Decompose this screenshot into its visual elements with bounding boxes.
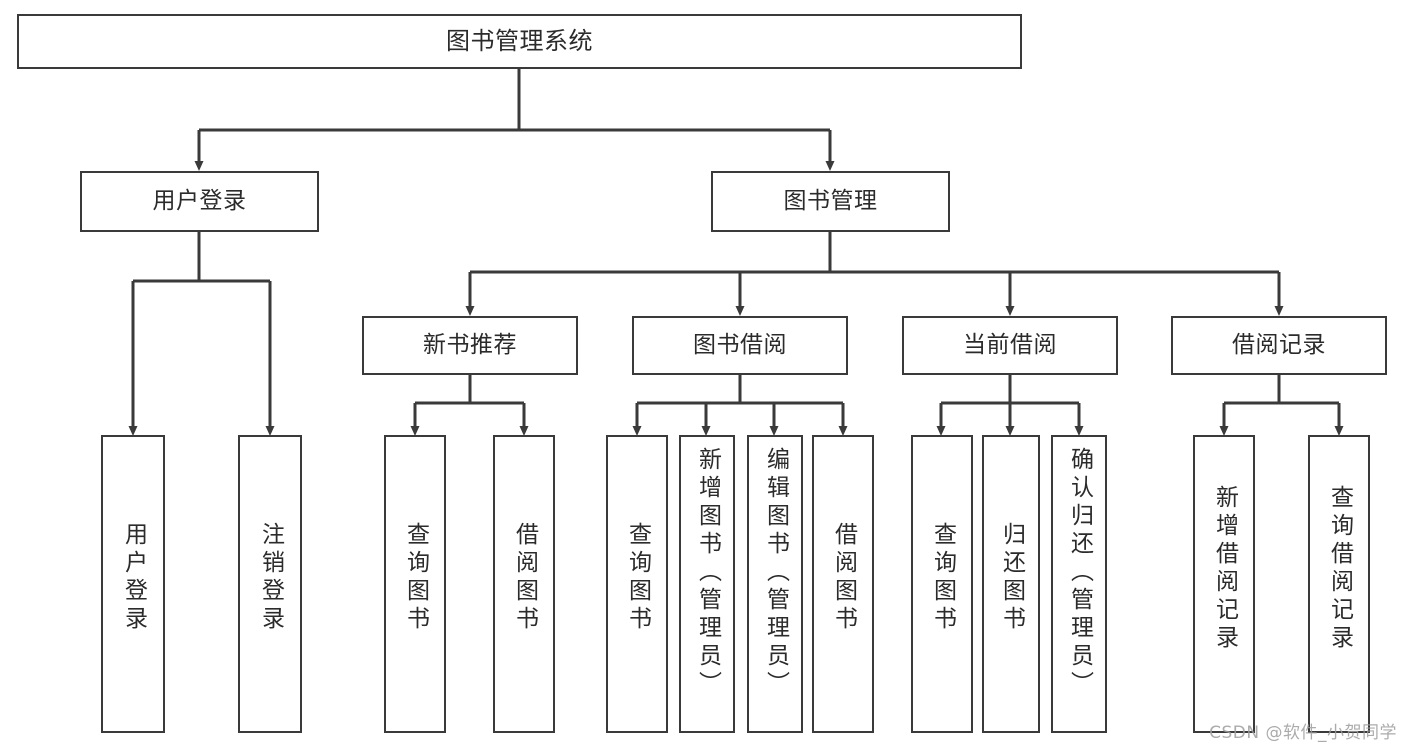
node-label: 查询借阅记录 [1326,485,1353,653]
node-label: 新增图书（管理员） [694,447,721,699]
node-label: 图书管理系统 [446,26,593,55]
node-label: 借阅图书 [830,522,857,634]
node-new-book-recommend[interactable]: 新书推荐 [362,316,578,375]
node-label: 确认归还（管理员） [1066,447,1093,699]
node-label: 图书借阅 [693,332,787,359]
node-borrow-record[interactable]: 借阅记录 [1171,316,1387,375]
node-label: 图书管理 [783,188,878,215]
node-book-borrow[interactable]: 图书借阅 [632,316,848,375]
leaf-add-record[interactable]: 新增借阅记录 [1193,435,1255,733]
node-label: 借阅图书 [511,522,538,634]
leaf-query-book-1[interactable]: 查询图书 [384,435,446,733]
node-current-borrow[interactable]: 当前借阅 [902,316,1118,375]
node-book-management-system[interactable]: 图书管理系统 [17,14,1022,69]
leaf-query-record[interactable]: 查询借阅记录 [1308,435,1370,733]
node-label: 用户登录 [152,188,247,215]
leaf-logout[interactable]: 注销登录 [238,435,302,733]
node-label: 查询图书 [402,522,429,634]
node-label: 当前借阅 [963,332,1057,359]
node-label: 归还图书 [998,522,1025,634]
node-label: 新增借阅记录 [1211,485,1238,653]
leaf-return-book[interactable]: 归还图书 [982,435,1040,733]
node-label: 编辑图书（管理员） [762,447,789,699]
node-label: 用户登录 [120,522,147,634]
leaf-query-book-2[interactable]: 查询图书 [606,435,668,733]
leaf-borrow-book-2[interactable]: 借阅图书 [812,435,874,733]
leaf-confirm-return[interactable]: 确认归还（管理员） [1051,435,1107,733]
node-label: 查询图书 [929,522,956,634]
node-label: 查询图书 [624,522,651,634]
leaf-edit-book[interactable]: 编辑图书（管理员） [747,435,803,733]
leaf-user-login[interactable]: 用户登录 [101,435,165,733]
csdn-watermark: CSDN @软件_小贺同学 [1209,723,1397,743]
leaf-add-book[interactable]: 新增图书（管理员） [679,435,735,733]
node-label: 借阅记录 [1232,332,1326,359]
leaf-borrow-book-1[interactable]: 借阅图书 [493,435,555,733]
node-book-management[interactable]: 图书管理 [711,171,950,232]
node-label: 新书推荐 [423,332,517,359]
leaf-query-book-3[interactable]: 查询图书 [911,435,973,733]
node-user-login[interactable]: 用户登录 [80,171,319,232]
node-label: 注销登录 [257,522,284,634]
